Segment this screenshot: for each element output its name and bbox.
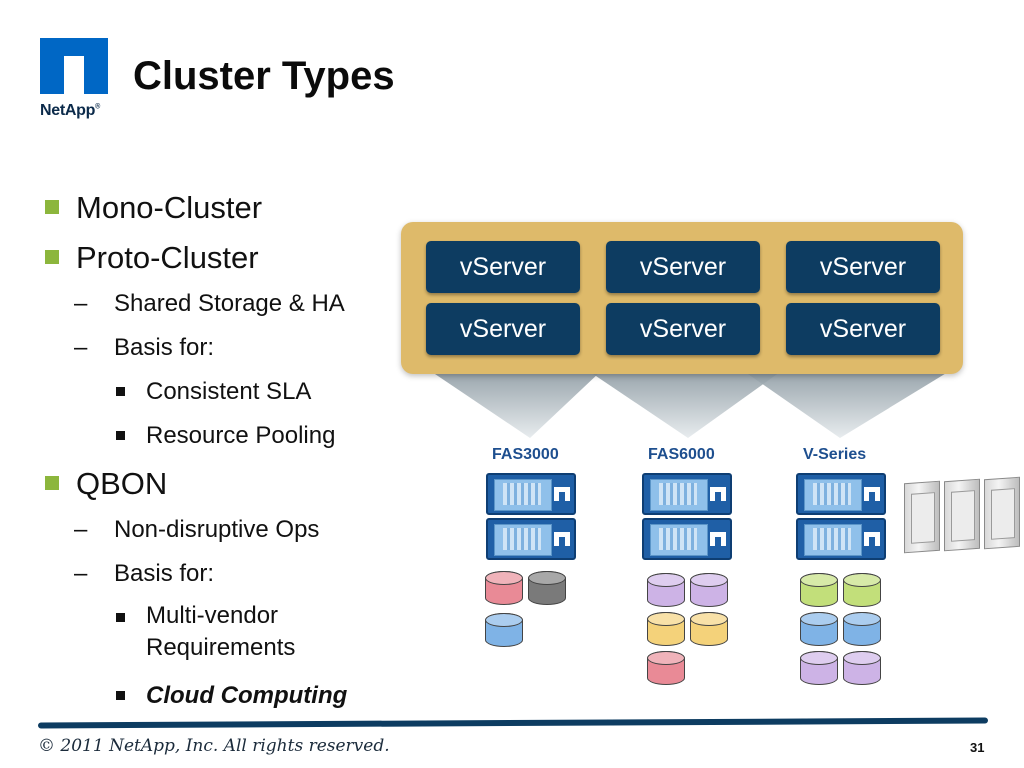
- netapp-logo: NetApp®: [40, 38, 112, 122]
- netapp-logo-text: NetApp®: [40, 102, 100, 119]
- vserver-box: vServer: [606, 241, 760, 293]
- label-v-series: V-Series: [803, 446, 867, 463]
- slide-title: Cluster Types: [133, 54, 395, 98]
- disk-icon: [843, 573, 881, 607]
- disk-icon: [690, 573, 728, 607]
- disk-icon: [843, 651, 881, 685]
- storage-controller-icon: [642, 473, 732, 515]
- disk-icon: [647, 612, 685, 646]
- bullet-list: Mono-Cluster Proto-Cluster –Shared Stora…: [40, 186, 400, 722]
- sub-sub-bullet-consistent-sla: Consistent SLA: [40, 374, 400, 418]
- vserver-box: vServer: [426, 241, 580, 293]
- page-number: 31: [970, 740, 985, 755]
- storage-controller-icon: [796, 518, 886, 560]
- netapp-logo-mark: [40, 38, 108, 94]
- sub-bullet-shared-storage: –Shared Storage & HA: [74, 290, 345, 317]
- disk-icon: [647, 651, 685, 685]
- copyright-text: © 2011 NetApp, Inc. All rights reserved.: [38, 736, 390, 756]
- bullet-mono-cluster: Mono-Cluster: [40, 186, 400, 236]
- disk-icon: [800, 651, 838, 685]
- sub-bullet-non-disruptive-ops: –Non-disruptive Ops: [74, 516, 320, 543]
- third-party-array-icon: [984, 476, 1020, 550]
- third-party-array-icon: [944, 478, 980, 552]
- storage-controller-icon: [486, 473, 576, 515]
- vserver-box: vServer: [606, 303, 760, 355]
- bullet-qbon: QBON: [40, 462, 400, 512]
- label-fas6000: FAS6000: [648, 446, 715, 463]
- disk-icon: [528, 571, 566, 605]
- disk-icon: [800, 573, 838, 607]
- vserver-box: vServer: [426, 303, 580, 355]
- sub-sub-bullet-cloud-computing: Cloud Computing: [40, 678, 400, 722]
- disk-icon: [800, 612, 838, 646]
- disk-icon: [647, 573, 685, 607]
- disk-icon: [485, 613, 523, 647]
- sub-sub-bullet-resource-pooling: Resource Pooling: [40, 418, 400, 462]
- vserver-box: vServer: [786, 241, 940, 293]
- vserver-box: vServer: [786, 303, 940, 355]
- storage-controller-icon: [796, 473, 886, 515]
- disk-icon: [690, 612, 728, 646]
- third-party-array-icon: [904, 480, 940, 554]
- sub-sub-bullet-multi-vendor: Multi-vendor Requirements: [40, 600, 400, 678]
- label-fas3000: FAS3000: [492, 446, 559, 463]
- bullet-proto-cluster: Proto-Cluster: [40, 236, 400, 286]
- storage-controller-icon: [486, 518, 576, 560]
- disk-icon: [843, 612, 881, 646]
- sub-bullet-basis-for-2: –Basis for:: [74, 560, 215, 587]
- sub-bullet-basis-for: –Basis for:: [74, 334, 215, 361]
- storage-controller-icon: [642, 518, 732, 560]
- disk-icon: [485, 571, 523, 605]
